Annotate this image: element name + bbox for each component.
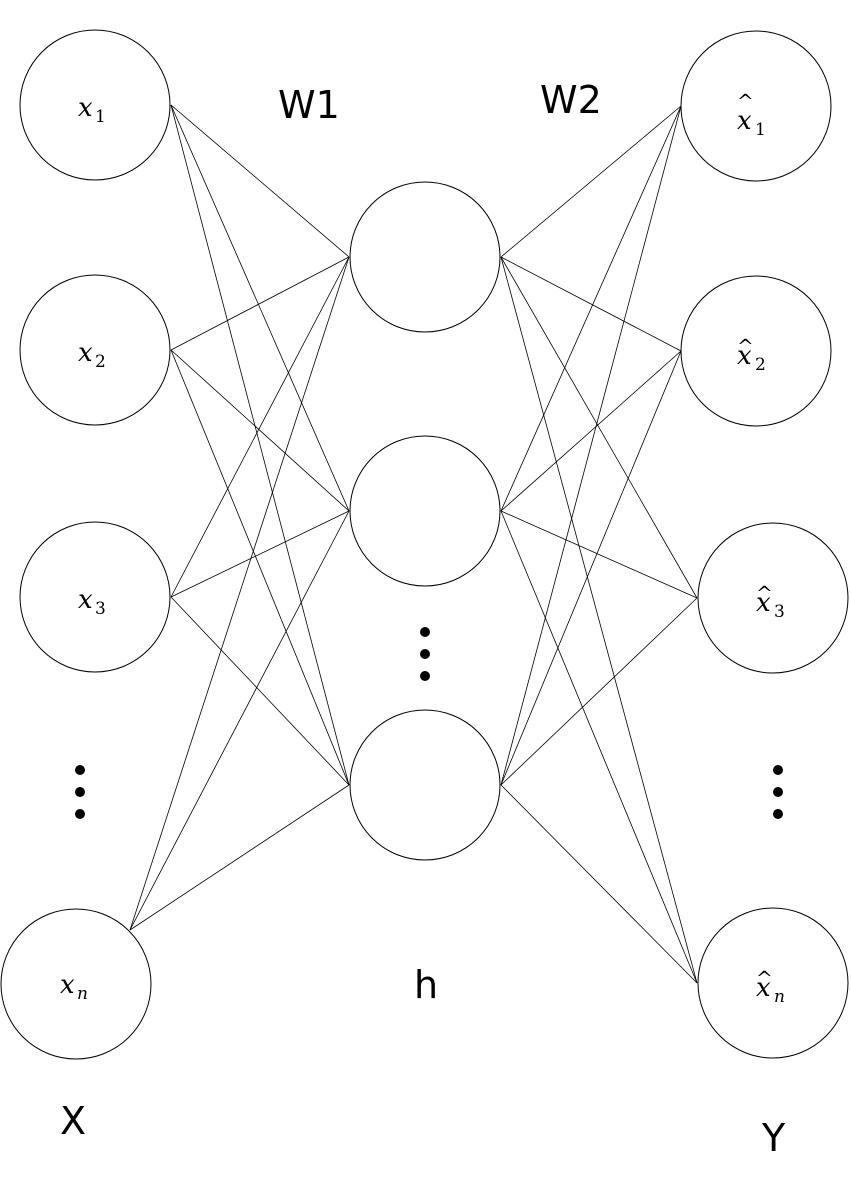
input-node-n-symbol: x	[60, 970, 75, 1000]
output-node-1-circle	[680, 30, 832, 182]
hidden-node-1	[349, 181, 501, 333]
input-node-3-subscript: 3	[95, 599, 106, 619]
edge-w2-h2-out2	[500, 350, 682, 512]
edge-w2-h3-out2	[500, 350, 682, 786]
edge-w2-h2-out3	[500, 510, 698, 599]
edge-w2-h1-out3	[500, 256, 698, 599]
edge-w1-in4-h3	[129, 784, 350, 931]
output-node-2-subscript: 2	[755, 355, 766, 375]
output-node-2-symbol: x	[737, 341, 752, 371]
connections	[129, 104, 698, 984]
edge-w1-in2-h3	[170, 349, 350, 786]
weight-label-w2: W2	[540, 78, 602, 122]
edge-w1-in1-h3	[170, 104, 350, 786]
edge-w1-in1-h1	[170, 104, 350, 258]
output-node-n-subscript: n	[774, 987, 785, 1007]
edge-w1-in2-h2	[170, 349, 350, 512]
edge-w1-in4-h2	[129, 510, 350, 931]
input-node-3-circle	[19, 521, 171, 673]
hidden-node-2	[349, 435, 501, 587]
output-node-3-subscript: 3	[774, 602, 785, 622]
output-node-3-symbol: x	[756, 588, 771, 618]
output-node-3-circle	[697, 522, 849, 674]
input-node-2-circle	[19, 274, 171, 426]
output-ellipsis	[773, 765, 783, 819]
output-node-n: ^ x n	[697, 907, 849, 1059]
hidden-node-3	[349, 709, 501, 861]
input-ellipsis	[75, 765, 85, 819]
edge-w1-in3-h1	[170, 256, 350, 598]
output-node-1-symbol: x	[737, 106, 752, 136]
edge-w2-h3-out4	[500, 784, 698, 984]
input-node-3-symbol: x	[78, 585, 93, 615]
output-node-2-circle	[680, 275, 832, 427]
output-node-1: ^ x 1	[680, 30, 832, 182]
edge-w1-in1-h2	[170, 104, 350, 512]
edge-w2-h1-out2	[500, 256, 682, 352]
output-node-1-hat: ^	[737, 89, 754, 113]
hidden-layer-label: h	[414, 963, 438, 1007]
input-layer-label: X	[60, 1099, 86, 1143]
edge-w1-in2-h1	[170, 256, 350, 351]
input-node-1-symbol: x	[78, 93, 93, 123]
output-node-2-hat: ^	[737, 334, 754, 358]
input-node-1-circle	[19, 29, 171, 181]
edge-w1-in3-h3	[170, 596, 350, 786]
output-node-3: ^ x 3	[697, 522, 849, 674]
output-node-n-hat: ^	[756, 966, 773, 990]
input-node-2-subscript: 2	[95, 352, 106, 372]
input-node-2-symbol: x	[78, 338, 93, 368]
edge-w2-h1-out1	[500, 105, 682, 258]
input-node-n-subscript: n	[77, 984, 88, 1004]
output-node-3-hat: ^	[756, 581, 773, 605]
output-node-n-symbol: x	[756, 973, 771, 1003]
output-node-2: ^ x 2	[680, 275, 832, 427]
edge-w1-in4-h1	[129, 256, 350, 931]
input-node-n-circle	[0, 908, 152, 1060]
input-node-3: x 3	[19, 521, 171, 673]
edge-w2-h3-out1	[500, 105, 682, 786]
output-node-n-circle	[697, 907, 849, 1059]
output-layer-label: Y	[761, 1116, 786, 1160]
edge-w2-h2-out4	[500, 510, 698, 984]
input-node-1: x 1	[19, 29, 171, 181]
input-node-2: x 2	[19, 274, 171, 426]
input-node-n: x n	[0, 908, 152, 1060]
edge-w2-h1-out4	[500, 256, 698, 984]
edge-w2-h2-out1	[500, 105, 682, 512]
output-node-1-subscript: 1	[755, 120, 766, 140]
input-node-1-subscript: 1	[95, 107, 106, 127]
hidden-ellipsis	[420, 627, 430, 681]
edge-w2-h3-out3	[500, 597, 698, 786]
weight-label-w1: W1	[278, 83, 340, 127]
edge-w1-in3-h2	[170, 510, 350, 598]
